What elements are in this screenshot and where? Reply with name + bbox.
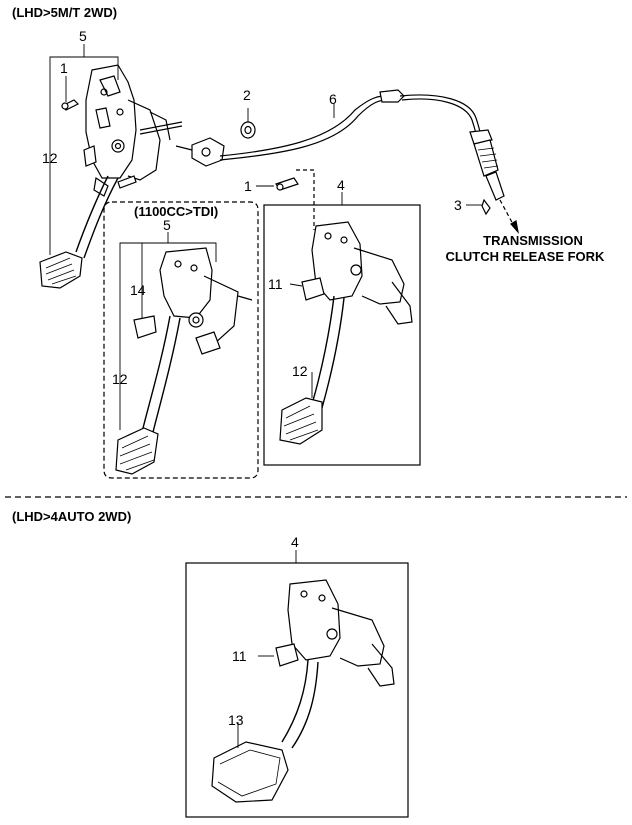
callout-mid-pad: 12 bbox=[292, 363, 308, 379]
callout-auto-assembly: 4 bbox=[291, 534, 299, 550]
inset-dashed-frame bbox=[103, 201, 259, 479]
callout-inset-pad: 12 bbox=[112, 371, 128, 387]
transmission-note-line1: TRANSMISSION bbox=[483, 233, 583, 248]
section-bottom-title: (LHD>4AUTO 2WD) bbox=[12, 509, 132, 524]
cable-bolt-part bbox=[256, 177, 299, 191]
auto-assembly-frame bbox=[185, 562, 409, 818]
middle-pedal-assembly bbox=[279, 221, 413, 445]
transmission-note-line2: CLUTCH RELEASE FORK bbox=[445, 249, 605, 264]
callout-mid-assembly: 4 bbox=[337, 177, 345, 193]
section-top-title: (LHD>5M/T 2WD) bbox=[12, 5, 118, 20]
inset-clutch-pedal-assembly bbox=[115, 247, 253, 475]
callout-mid-switch: 11 bbox=[268, 276, 283, 292]
callout-top-assembly: 5 bbox=[79, 28, 87, 44]
top-clutch-pedal-assembly bbox=[39, 64, 183, 289]
bushing-part bbox=[240, 108, 256, 139]
callout-auto-switch: 11 bbox=[232, 648, 247, 664]
callout-cable: 6 bbox=[329, 91, 337, 107]
pin-part bbox=[466, 198, 491, 216]
inset-title: (1100CC>TDI) bbox=[134, 204, 219, 219]
callout-top-bolt: 1 bbox=[60, 60, 68, 76]
callout-top-pad: 12 bbox=[42, 150, 58, 166]
auto-brake-pedal-assembly bbox=[211, 579, 395, 803]
callout-inset-switch: 14 bbox=[130, 282, 146, 298]
callout-pin: 3 bbox=[454, 197, 462, 213]
callout-bushing: 2 bbox=[243, 87, 251, 103]
clutch-cable bbox=[175, 89, 519, 235]
callout-auto-pad: 13 bbox=[228, 712, 244, 728]
callout-cable-bolt: 1 bbox=[244, 178, 252, 194]
callout-inset-assembly: 5 bbox=[163, 217, 171, 233]
